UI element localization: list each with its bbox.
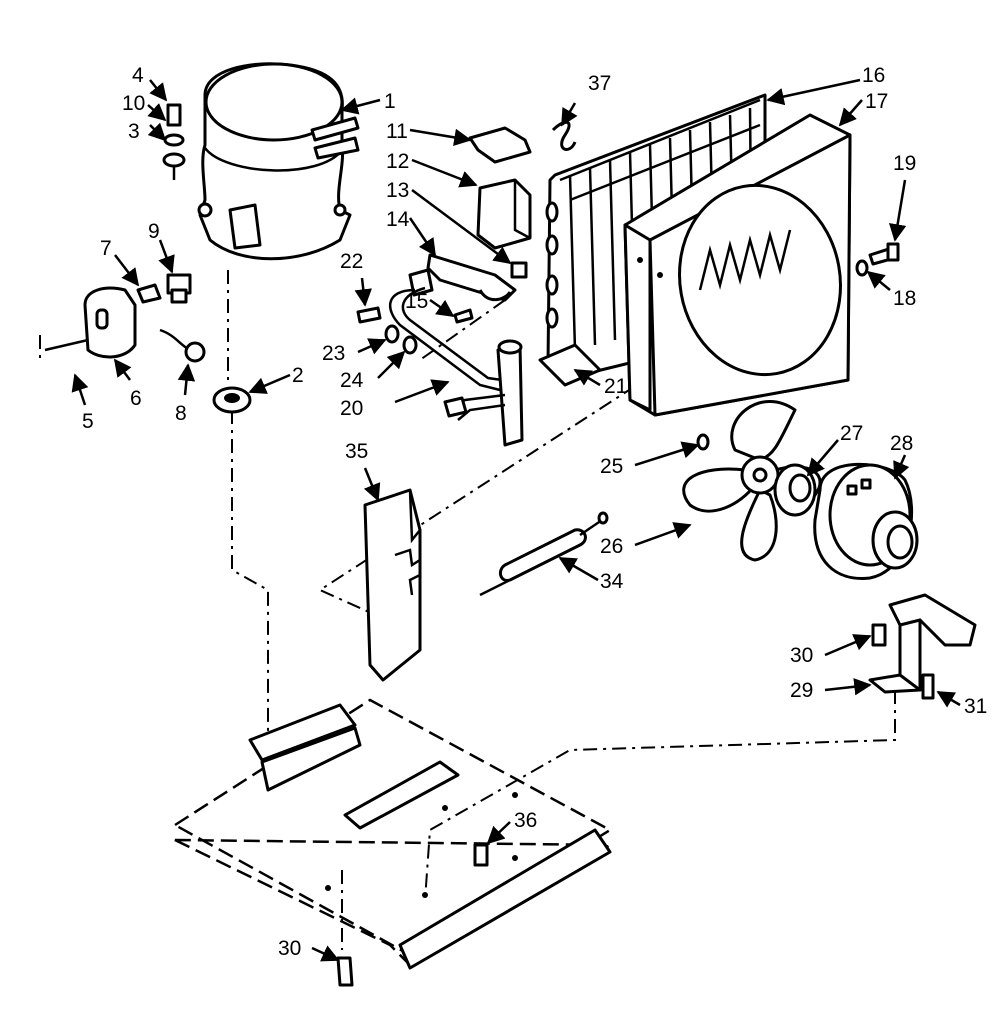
heater — [479, 511, 609, 597]
callout-34: 34 — [600, 570, 624, 593]
callout-24: 24 — [340, 369, 364, 392]
callout-18: 18 — [893, 287, 916, 310]
callout-30: 30 — [790, 644, 813, 667]
callout-3: 3 — [128, 120, 140, 143]
callout-30-bottom: 30 — [278, 937, 301, 960]
callout-15: 15 — [405, 290, 428, 313]
callout-17: 17 — [865, 90, 888, 113]
callout-labels: 1 2 3 4 5 6 7 8 9 10 11 12 13 14 15 16 1… — [82, 64, 987, 960]
callout-20: 20 — [340, 397, 363, 420]
callout-29: 29 — [790, 679, 813, 702]
callout-26: 26 — [600, 535, 623, 558]
fan-shroud — [623, 113, 852, 417]
callout-19: 19 — [893, 152, 916, 175]
callout-5: 5 — [82, 410, 94, 433]
bottom-screws — [336, 843, 489, 987]
fan-motor — [773, 462, 919, 580]
callout-35: 35 — [345, 440, 368, 463]
callout-22: 22 — [340, 250, 363, 273]
refrigerant-tubing — [356, 268, 524, 447]
baffle — [363, 488, 422, 682]
callout-21: 21 — [604, 375, 627, 398]
callout-6: 6 — [130, 387, 142, 410]
callout-28: 28 — [890, 432, 913, 455]
callout-2: 2 — [292, 364, 304, 387]
relay-cover — [44, 273, 206, 363]
leader-lines — [71, 78, 961, 962]
callout-10: 10 — [122, 92, 145, 115]
callout-11: 11 — [386, 120, 408, 143]
callout-7: 7 — [100, 237, 112, 260]
callout-8: 8 — [175, 402, 187, 425]
compressor — [197, 62, 360, 261]
clamp — [426, 253, 517, 324]
callout-23: 23 — [322, 342, 345, 365]
grommet — [212, 386, 252, 414]
callout-12: 12 — [386, 150, 409, 173]
screw-washer — [855, 242, 900, 277]
callout-14: 14 — [386, 208, 410, 231]
callout-37: 37 — [588, 72, 611, 95]
callout-25: 25 — [600, 455, 623, 478]
callout-9: 9 — [148, 220, 160, 243]
callout-27: 27 — [840, 422, 863, 445]
callout-1: 1 — [384, 90, 396, 113]
callout-31: 31 — [964, 695, 987, 718]
base-plate — [172, 698, 615, 970]
callout-16: 16 — [862, 64, 885, 87]
mounting-bracket — [868, 593, 977, 700]
callout-36: 36 — [514, 809, 537, 832]
bolt-washer-set — [162, 103, 186, 180]
assembly-lines — [39, 270, 896, 950]
callout-4: 4 — [132, 64, 144, 87]
callout-13: 13 — [386, 179, 409, 202]
